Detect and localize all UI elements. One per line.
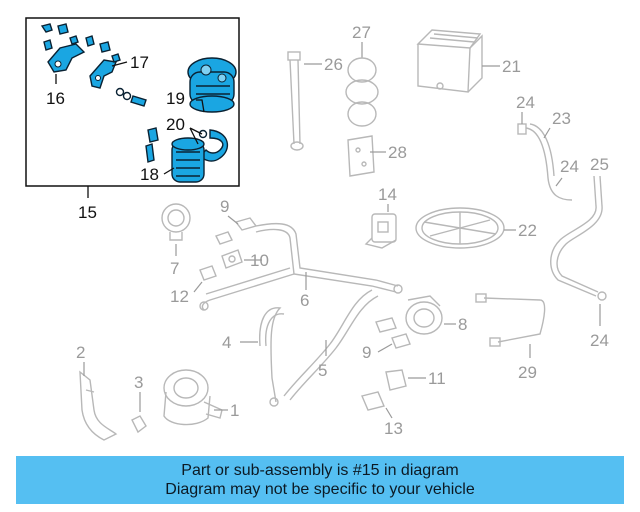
- bracket-17[interactable]: [89, 41, 121, 89]
- callout-23: 23: [552, 109, 571, 128]
- callout-29: 29: [518, 363, 537, 382]
- callout-4: 4: [222, 333, 231, 352]
- part-13-bracket[interactable]: [361, 391, 385, 411]
- callout-26: 26: [324, 55, 343, 74]
- callout-5: 5: [318, 361, 327, 380]
- part-29-sensor[interactable]: [475, 293, 546, 347]
- part-4-tube[interactable]: [259, 289, 379, 407]
- part-9-gasket-lower[interactable]: [375, 317, 411, 349]
- callout-22: 22: [518, 221, 537, 240]
- part-21-module[interactable]: [416, 29, 483, 93]
- callout-18: 18: [140, 165, 159, 184]
- part-22-disc[interactable]: [415, 207, 505, 249]
- part-10-clamp[interactable]: [221, 249, 243, 269]
- part-1-pump[interactable]: [163, 369, 223, 426]
- callout-2: 2: [76, 343, 85, 362]
- callout-1: 1: [230, 401, 239, 420]
- callout-27: 27: [352, 23, 371, 42]
- callout-24c: 24: [590, 331, 609, 350]
- part-6-pipe[interactable]: [199, 222, 403, 311]
- callout-28: 28: [388, 143, 407, 162]
- air-filter-18[interactable]: [145, 127, 205, 183]
- parts-diagram: 15 16 17 18 19 20 26 27 28 21: [25, 17, 609, 441]
- air-pump-19[interactable]: [187, 57, 237, 113]
- callout-9b: 9: [362, 343, 371, 362]
- callout-20: 20: [166, 115, 185, 134]
- part-27-bumpers[interactable]: [345, 42, 379, 127]
- callout-6: 6: [300, 291, 309, 310]
- callout-8: 8: [458, 315, 467, 334]
- part-12-fitting[interactable]: [199, 265, 217, 281]
- part-14-valve[interactable]: [364, 213, 397, 249]
- callout-15: 15: [78, 203, 97, 222]
- banner-line-1: Part or sub-assembly is #15 in diagram: [181, 462, 459, 479]
- callout-13: 13: [384, 419, 403, 438]
- part-28-bracket[interactable]: [347, 135, 375, 177]
- callout-14: 14: [378, 185, 397, 204]
- part-8-egr[interactable]: [405, 295, 443, 335]
- callout-16: 16: [46, 89, 65, 108]
- part-11-bracket[interactable]: [385, 369, 407, 391]
- callout-24a: 24: [516, 93, 535, 112]
- banner-line-2: Diagram may not be specific to your vehi…: [165, 481, 475, 498]
- callout-21: 21: [502, 57, 521, 76]
- part-7-sensor[interactable]: [161, 203, 191, 241]
- callout-25: 25: [590, 155, 609, 174]
- part-3-bolt[interactable]: [131, 415, 147, 434]
- callout-19: 19: [166, 89, 185, 108]
- info-banner: Part or sub-assembly is #15 in diagram D…: [16, 456, 624, 504]
- washers-bolt[interactable]: [115, 87, 147, 107]
- callout-12: 12: [170, 287, 189, 306]
- part-2-shield[interactable]: [79, 370, 118, 441]
- callout-11: 11: [428, 369, 446, 388]
- part-26-rod[interactable]: [287, 51, 304, 151]
- callout-17: 17: [130, 53, 149, 72]
- callout-10: 10: [250, 251, 269, 270]
- part-25-line[interactable]: [550, 175, 607, 301]
- callout-7: 7: [170, 259, 179, 278]
- callout-3: 3: [134, 373, 143, 392]
- callout-24b: 24: [560, 157, 579, 176]
- callout-9a: 9: [220, 197, 229, 216]
- bracket-16[interactable]: [40, 23, 95, 73]
